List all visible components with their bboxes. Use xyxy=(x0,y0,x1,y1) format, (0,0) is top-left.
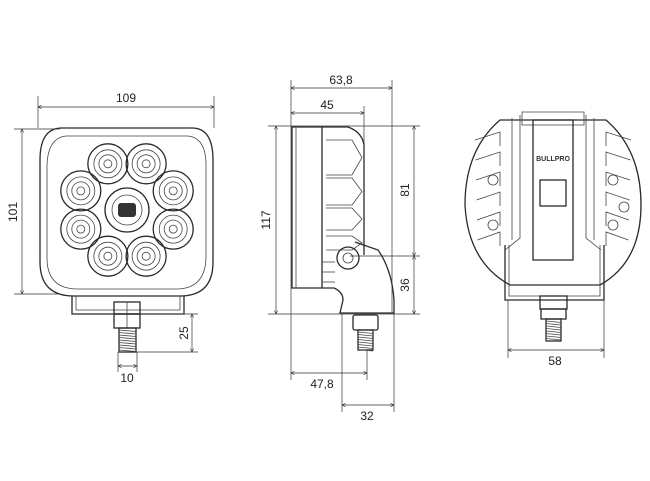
bolt-thread xyxy=(118,342,137,345)
bolt-thread xyxy=(118,329,137,332)
led-ring xyxy=(66,176,96,206)
dimension-total-height-label: 117 xyxy=(259,210,273,229)
cooling-fin xyxy=(326,235,363,251)
bolt-thread xyxy=(357,334,374,337)
dimension-bolt-offset-label: 47,8 xyxy=(310,377,334,391)
bolt-thread xyxy=(545,323,562,326)
bolt-thread xyxy=(118,344,137,347)
rear-rib xyxy=(475,171,501,186)
bolt-thread xyxy=(118,334,137,337)
dimension-bolt-length-label: 25 xyxy=(177,326,191,340)
dimension-rear-bracket-width-label: 58 xyxy=(548,354,562,368)
rear-view: BULLPRO 58 xyxy=(464,111,642,368)
dimension-height-label: 101 xyxy=(6,202,20,222)
led-ring xyxy=(163,219,183,239)
cooling-fin xyxy=(326,207,363,231)
rear-rib xyxy=(605,191,630,206)
led-reflector xyxy=(152,170,194,212)
rear-rib xyxy=(476,191,501,206)
bolt-thread xyxy=(545,325,562,328)
dimension-housing-depth-label: 45 xyxy=(320,98,334,112)
dimension-lower-height-label: 36 xyxy=(398,278,412,292)
rear-rib xyxy=(477,231,501,246)
led-ring xyxy=(93,241,123,271)
bolt-thread xyxy=(357,339,374,342)
dimension-total-depth-label: 63,8 xyxy=(329,73,353,87)
bolt-thread xyxy=(118,337,137,340)
dimension-upper-height-label: 81 xyxy=(398,183,412,197)
bolt-thread xyxy=(118,339,137,342)
led-ring xyxy=(66,214,96,244)
center-sensor-icon xyxy=(118,203,136,217)
led-ring xyxy=(158,176,188,206)
bolt-thread xyxy=(545,338,562,341)
bolt-thread xyxy=(118,332,137,335)
bolt-thread xyxy=(545,328,562,331)
bolt-thread xyxy=(357,349,374,352)
led-ring xyxy=(136,246,156,266)
led-ring xyxy=(76,186,86,196)
bolt-thread xyxy=(545,335,562,338)
bolt-thread xyxy=(545,333,562,336)
led-ring xyxy=(131,241,161,271)
rear-rib xyxy=(605,211,630,226)
led-reflector xyxy=(87,235,129,277)
led-ring xyxy=(141,159,151,169)
cooling-fin xyxy=(326,177,363,206)
led-ring xyxy=(93,149,123,179)
rear-rib xyxy=(605,151,631,166)
led-ring xyxy=(136,154,156,174)
bolt-thread xyxy=(357,344,374,347)
rear-rib xyxy=(476,211,501,226)
led-ring xyxy=(141,251,151,261)
led-reflector xyxy=(125,143,167,185)
cooling-fin xyxy=(326,139,363,176)
led-ring xyxy=(103,159,113,169)
bolt-thread xyxy=(357,341,374,344)
brand-logo: BULLPRO xyxy=(536,156,570,163)
led-ring xyxy=(163,181,183,201)
rear-rib xyxy=(605,131,632,146)
led-ring xyxy=(98,154,118,174)
bolt-thread xyxy=(357,331,374,334)
led-reflector xyxy=(87,143,129,185)
led-reflector xyxy=(152,208,194,250)
led-ring xyxy=(158,214,188,244)
dimension-bracket-width-label: 32 xyxy=(360,409,374,423)
led-ring xyxy=(71,219,91,239)
rear-rib xyxy=(475,151,501,166)
bolt-thread xyxy=(118,349,137,352)
rear-rib xyxy=(605,171,631,186)
led-reflector xyxy=(60,170,102,212)
led-array xyxy=(60,143,194,277)
bolt-thread xyxy=(545,320,562,323)
led-ring xyxy=(71,181,91,201)
bolt-thread xyxy=(357,346,374,349)
bolt-thread xyxy=(357,336,374,339)
dimension-bolt-diameter-label: 10 xyxy=(120,371,134,385)
front-view: 109 101 25 10 xyxy=(6,91,214,385)
led-reflector xyxy=(125,235,167,277)
led-ring xyxy=(103,251,113,261)
bolt-thread xyxy=(118,347,137,350)
side-view: 63,8 45 117 81 36 47,8 32 xyxy=(259,73,420,423)
rear-rib xyxy=(605,231,629,246)
led-ring xyxy=(168,186,178,196)
led-ring xyxy=(98,246,118,266)
dimension-width-label: 109 xyxy=(116,91,136,105)
led-ring xyxy=(76,224,86,234)
bolt-thread xyxy=(545,330,562,333)
led-ring xyxy=(131,149,161,179)
led-reflector xyxy=(60,208,102,250)
led-ring xyxy=(168,224,178,234)
rear-rib xyxy=(474,131,501,146)
